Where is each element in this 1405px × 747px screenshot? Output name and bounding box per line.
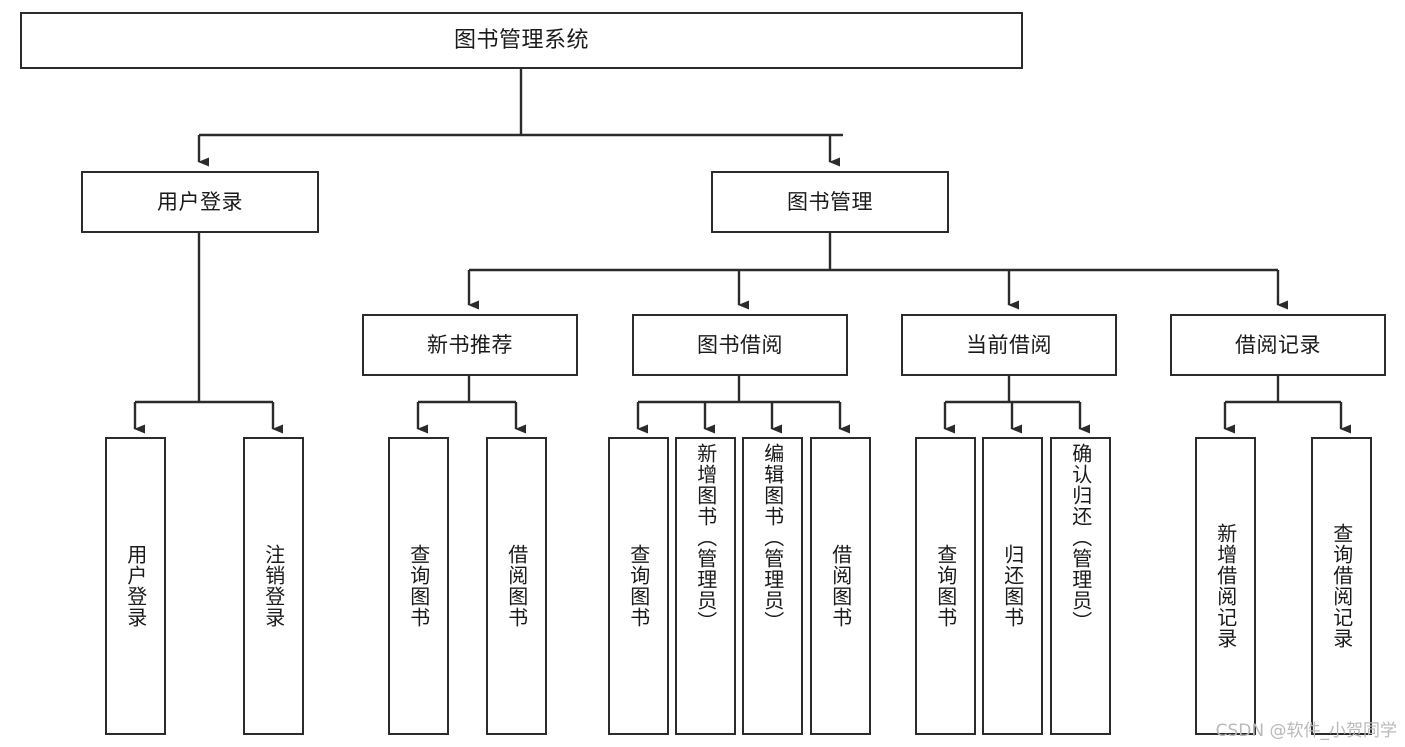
node-book-borrow-label: 图书借阅 [697,332,783,357]
leaf-bb-edit-book[interactable]: 编辑图书（管理员） [742,437,803,735]
leaf-bb-query-book[interactable]: 查询图书 [608,437,669,735]
leaf-bb-add-book[interactable]: 新增图书（管理员） [675,437,736,735]
node-book-borrow[interactable]: 图书借阅 [632,314,848,376]
leaf-bb-query-book-label: 查询图书 [626,544,651,628]
node-book-management-label: 图书管理 [787,189,873,214]
node-new-book-recommend[interactable]: 新书推荐 [362,314,578,376]
leaf-br-query-record[interactable]: 查询借阅记录 [1311,437,1372,735]
leaf-cb-return-book[interactable]: 归还图书 [982,437,1043,735]
node-current-borrow[interactable]: 当前借阅 [901,314,1117,376]
node-user-login-label: 用户登录 [157,189,243,214]
node-book-management[interactable]: 图书管理 [711,171,949,233]
leaf-bb-add-book-label: 新增图书（管理员） [693,443,718,632]
node-root-system-label: 图书管理系统 [453,27,589,53]
leaf-logout-label: 注销登录 [261,544,286,628]
leaf-logout[interactable]: 注销登录 [243,437,304,735]
leaf-user-login-label: 用户登录 [123,544,148,628]
leaf-cb-confirm-return-label: 确认归还（管理员） [1068,443,1093,632]
leaf-cb-return-book-label: 归还图书 [1000,544,1025,628]
leaf-br-add-record[interactable]: 新增借阅记录 [1195,437,1256,735]
leaf-nb-query-book[interactable]: 查询图书 [388,437,449,735]
leaf-nb-borrow-book-label: 借阅图书 [504,544,529,628]
leaf-cb-confirm-return[interactable]: 确认归还（管理员） [1050,437,1111,735]
leaf-bb-borrow-book-label: 借阅图书 [828,544,853,628]
node-root-system[interactable]: 图书管理系统 [20,12,1023,69]
leaf-br-add-record-label: 新增借阅记录 [1213,523,1238,649]
leaf-nb-query-book-label: 查询图书 [406,544,431,628]
node-user-login[interactable]: 用户登录 [81,171,319,233]
leaf-cb-query-book[interactable]: 查询图书 [915,437,976,735]
leaf-cb-query-book-label: 查询图书 [933,544,958,628]
node-borrow-records-label: 借阅记录 [1235,332,1321,357]
leaf-user-login[interactable]: 用户登录 [105,437,166,735]
leaf-nb-borrow-book[interactable]: 借阅图书 [486,437,547,735]
csdn-watermark: CSDN @软件_小贺同学 [1215,721,1397,741]
leaf-bb-borrow-book[interactable]: 借阅图书 [810,437,871,735]
leaf-br-query-record-label: 查询借阅记录 [1329,523,1354,649]
leaf-bb-edit-book-label: 编辑图书（管理员） [760,443,785,632]
node-current-borrow-label: 当前借阅 [966,332,1052,357]
node-new-book-recommend-label: 新书推荐 [427,332,513,357]
node-borrow-records[interactable]: 借阅记录 [1170,314,1386,376]
